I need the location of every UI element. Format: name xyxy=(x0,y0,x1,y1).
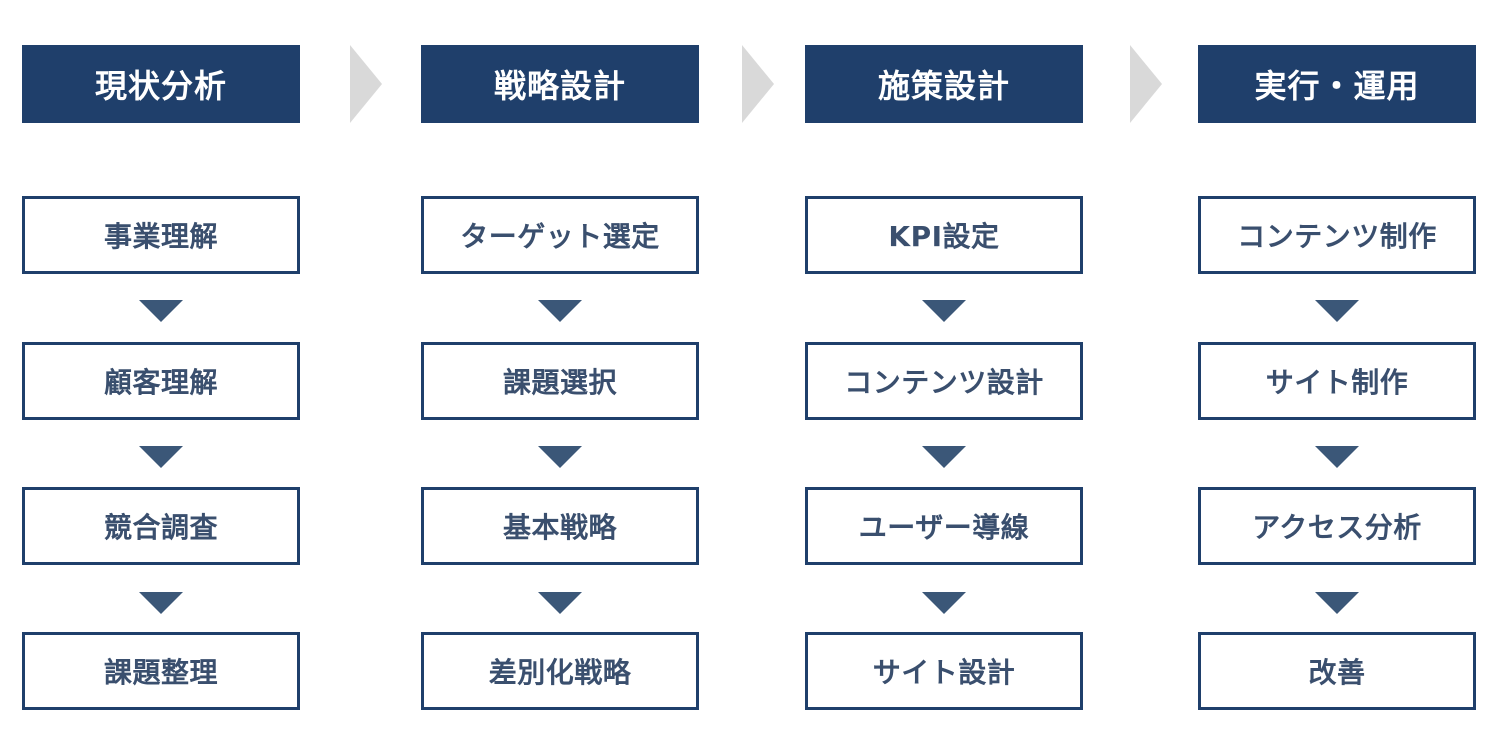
triangle-down-icon xyxy=(538,300,582,322)
triangle-down-icon xyxy=(139,446,183,468)
triangle-down-icon xyxy=(1315,300,1359,322)
step-box: 課題整理 xyxy=(22,632,300,710)
triangle-down-icon xyxy=(139,592,183,614)
phase-header: 戦略設計 xyxy=(421,45,699,123)
step-box: アクセス分析 xyxy=(1198,487,1476,565)
step-box: サイト設計 xyxy=(805,632,1083,710)
step-box: ユーザー導線 xyxy=(805,487,1083,565)
triangle-down-icon xyxy=(139,300,183,322)
chevron-right-icon xyxy=(742,45,774,123)
triangle-down-icon xyxy=(922,300,966,322)
triangle-down-icon xyxy=(538,592,582,614)
step-box: 競合調査 xyxy=(22,487,300,565)
chevron-right-icon xyxy=(350,45,382,123)
step-box: コンテンツ制作 xyxy=(1198,196,1476,274)
step-box: 顧客理解 xyxy=(22,342,300,420)
step-box: コンテンツ設計 xyxy=(805,342,1083,420)
triangle-down-icon xyxy=(922,446,966,468)
step-box: 差別化戦略 xyxy=(421,632,699,710)
phase-column-measure-design: 施策設計 KPI設定 コンテンツ設計 ユーザー導線 サイト設計 xyxy=(805,0,1083,750)
phase-header: 実行・運用 xyxy=(1198,45,1476,123)
phase-column-current-analysis: 現状分析 事業理解 顧客理解 競合調査 課題整理 xyxy=(22,0,300,750)
step-box: KPI設定 xyxy=(805,196,1083,274)
triangle-down-icon xyxy=(1315,592,1359,614)
step-box: ターゲット選定 xyxy=(421,196,699,274)
phase-header: 施策設計 xyxy=(805,45,1083,123)
triangle-down-icon xyxy=(922,592,966,614)
triangle-down-icon xyxy=(538,446,582,468)
chevron-right-icon xyxy=(1130,45,1162,123)
step-box: 基本戦略 xyxy=(421,487,699,565)
step-box: 改善 xyxy=(1198,632,1476,710)
step-box: サイト制作 xyxy=(1198,342,1476,420)
triangle-down-icon xyxy=(1315,446,1359,468)
phase-column-execution-operation: 実行・運用 コンテンツ制作 サイト制作 アクセス分析 改善 xyxy=(1198,0,1476,750)
step-box: 事業理解 xyxy=(22,196,300,274)
phase-header: 現状分析 xyxy=(22,45,300,123)
step-box: 課題選択 xyxy=(421,342,699,420)
phase-column-strategy-design: 戦略設計 ターゲット選定 課題選択 基本戦略 差別化戦略 xyxy=(421,0,699,750)
